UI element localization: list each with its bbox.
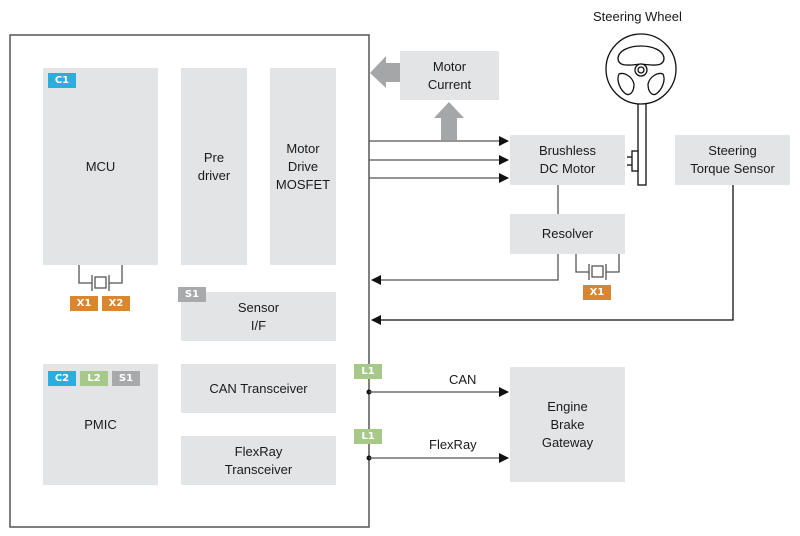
steering-wheel-icon — [605, 33, 677, 186]
resolver-label: Resolver — [541, 226, 594, 241]
tag-pmic-s1: S1 — [112, 371, 140, 386]
motor-current-arrow-left — [370, 56, 400, 88]
flexray-transceiver-label: FlexRay Transceiver — [224, 443, 293, 477]
tag-mcu-x2: X2 — [102, 296, 130, 311]
bldc-motor-label: Brushless DC Motor — [538, 143, 597, 176]
sensor-if-label: Sensor I/F — [237, 299, 280, 333]
can-bus-label: CAN — [449, 372, 477, 387]
can-transceiver-block: CAN Transceiver — [181, 364, 336, 413]
bldc-motor-block: Brushless DC Motor — [510, 135, 625, 185]
resolver-block: Resolver — [510, 214, 625, 254]
tag-mcu-c1: C1 — [48, 73, 76, 88]
mosfet-block: Motor Drive MOSFET — [270, 68, 336, 265]
flexray-transceiver-block: FlexRay Transceiver — [181, 436, 336, 485]
can-transceiver-label: CAN Transceiver — [209, 380, 308, 396]
tag-sensor-s1: S1 — [178, 287, 206, 302]
resolver-feedback-line — [371, 254, 559, 285]
gateway-block: Engine Brake Gateway — [510, 367, 625, 482]
motor-current-arrow-up — [434, 102, 464, 140]
ecu-outline — [9, 34, 370, 528]
pmic-label: PMIC — [84, 416, 117, 432]
torque-sensor-label: Steering Torque Sensor — [690, 143, 775, 176]
mcu-crystal-icon — [78, 265, 123, 291]
tag-resolver-x1: X1 — [583, 285, 611, 300]
pre-driver-block: Pre driver — [181, 68, 247, 265]
pre-driver-label: Pre driver — [197, 149, 231, 183]
mosfet-label: Motor Drive MOSFET — [275, 140, 331, 192]
mcu-label: MCU — [85, 158, 116, 174]
torque-sensor-block: Steering Torque Sensor — [675, 135, 790, 185]
tag-can-l1: L1 — [354, 364, 382, 379]
tag-flexray-l1: L1 — [354, 429, 382, 444]
sensor-if-block: Sensor I/F — [181, 292, 336, 341]
mcu-block: MCU — [43, 68, 158, 265]
tag-pmic-l2: L2 — [80, 371, 108, 386]
tag-mcu-x1: X1 — [70, 296, 98, 311]
tag-pmic-c2: C2 — [48, 371, 76, 386]
steering-wheel-label: Steering Wheel — [593, 9, 682, 24]
resolver-crystal-icon — [575, 254, 620, 280]
motor-current-block: Motor Current — [400, 51, 499, 100]
motor-current-label: Motor Current — [427, 58, 472, 92]
torque-feedback-line — [371, 185, 734, 325]
gateway-label: Engine Brake Gateway — [541, 398, 594, 450]
flexray-bus-label: FlexRay — [429, 437, 477, 452]
